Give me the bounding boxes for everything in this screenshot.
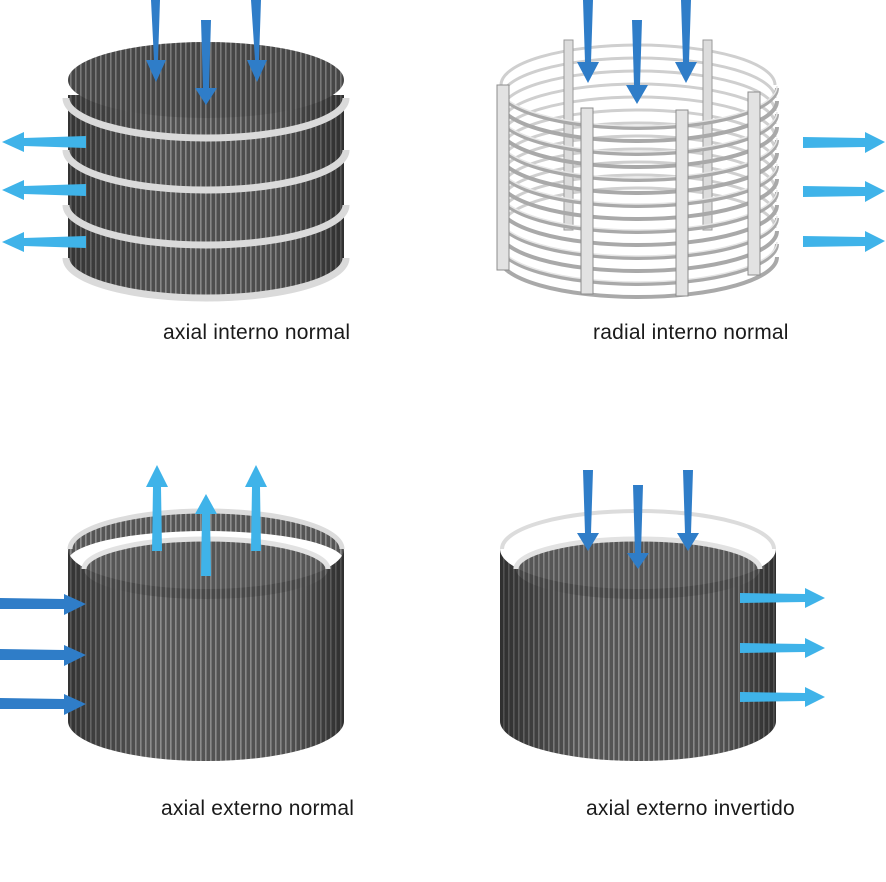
arrow-right [0, 694, 86, 715]
panel-radial-interno-normal: radial interno normal [443, 0, 886, 441]
caption-axial-interno-normal: axial interno normal [163, 321, 351, 344]
arrow-right [740, 687, 825, 707]
caption-radial-interno-normal: radial interno normal [593, 321, 789, 344]
ring [62, 149, 350, 194]
inflow-arrows [0, 594, 86, 715]
diagram-axial-interno-normal [2, 0, 350, 302]
arrow-down [577, 470, 599, 551]
diagram-axial-externo-normal [0, 465, 345, 761]
arrow-right [803, 181, 885, 202]
arrow-right [803, 231, 885, 252]
ring [62, 204, 350, 249]
arrow-up [195, 494, 217, 576]
arrow-right [0, 594, 86, 615]
panel-axial-externo-normal: axial externo normal [0, 441, 443, 882]
arrow-left [2, 232, 86, 252]
inflow-arrows [577, 470, 699, 569]
inflow-arrows [577, 0, 697, 104]
arrow-down [675, 0, 697, 83]
arrow-left [2, 180, 86, 200]
arrow-right [740, 638, 825, 658]
arrow-down [627, 485, 649, 569]
inner-wall [68, 511, 344, 561]
support-rods-front [496, 84, 761, 297]
arrow-down [146, 0, 166, 82]
caption-axial-externo-normal: axial externo normal [161, 797, 355, 820]
panel-axial-interno-normal: axial interno normal [0, 0, 443, 441]
arrow-down [626, 20, 648, 104]
panel-axial-externo-invertido: axial externo invertido [443, 441, 886, 882]
arrow-up [146, 465, 168, 551]
arrow-left [2, 132, 86, 152]
ring [62, 97, 350, 142]
diagram-radial-interno-normal [496, 0, 885, 299]
wire-coils-front [497, 87, 779, 299]
arrow-up [245, 465, 267, 551]
caption-axial-externo-invertido: axial externo invertido [586, 797, 795, 820]
inflow-arrows [146, 0, 267, 105]
arrow-right [803, 132, 885, 153]
arrow-down [577, 0, 599, 83]
outflow-arrows [803, 132, 885, 252]
arrow-down [247, 0, 267, 82]
arrow-down [677, 470, 699, 551]
outflow-arrows [146, 465, 267, 576]
outflow-arrows [2, 132, 86, 252]
outflow-arrows [740, 588, 825, 707]
ring [62, 257, 350, 302]
arrow-down [195, 20, 217, 105]
diagram-axial-externo-invertido [500, 470, 825, 761]
arrow-right [740, 588, 825, 608]
arrow-right [0, 645, 86, 666]
